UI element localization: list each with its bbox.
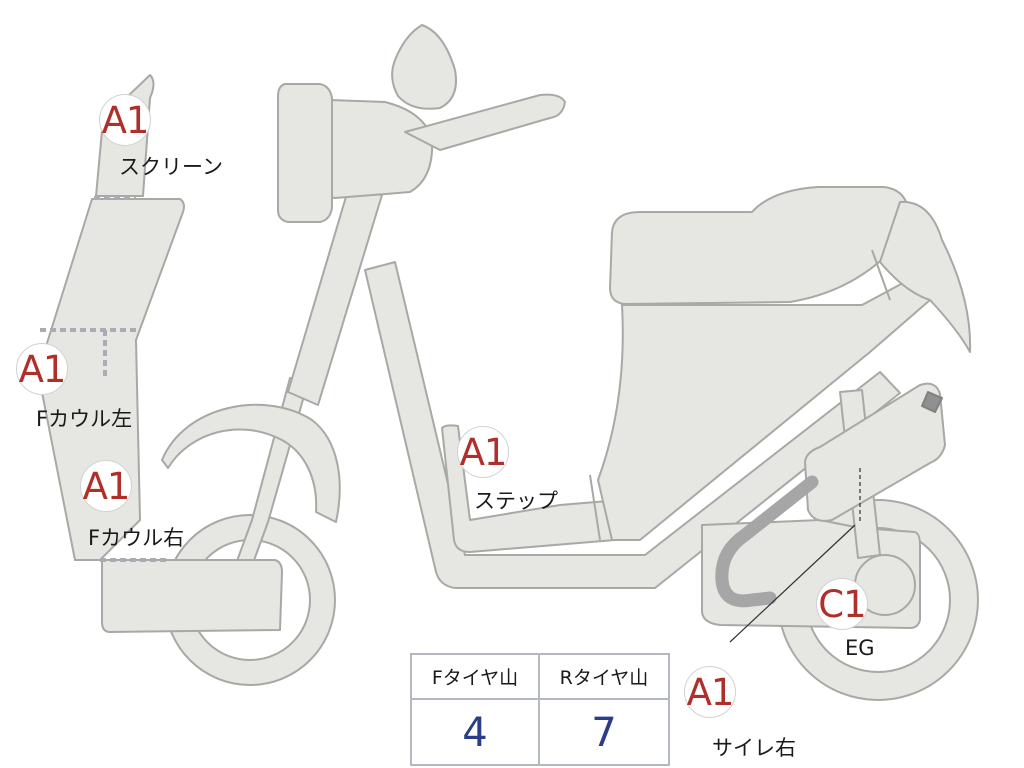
- front-tire-header: Fタイヤ山: [412, 655, 540, 700]
- rear-tire-header: Rタイヤ山: [540, 655, 668, 700]
- front-fender: [161, 403, 341, 523]
- seat: [609, 186, 909, 305]
- tire-tread-table: Fタイヤ山 Rタイヤ山 4 7: [410, 653, 670, 766]
- muffler-right-label: サイレ右: [712, 736, 796, 760]
- rear-body-panel: [597, 261, 943, 541]
- muffler-leader-line: [729, 524, 856, 643]
- mirror: [391, 24, 457, 110]
- engine-label: EG: [845, 636, 875, 660]
- front-cowl-lower: [101, 559, 283, 633]
- f-cowl-right-grade-badge: A1: [80, 460, 132, 512]
- floor-seam: [589, 474, 601, 541]
- handlebar: [404, 93, 566, 151]
- front-cowl: [37, 198, 185, 561]
- rear-hub: [854, 554, 916, 616]
- rear-tire-value: 7: [591, 710, 617, 756]
- step-label: ステップ: [474, 489, 558, 513]
- headlight-lens: [277, 83, 333, 223]
- tail-cowl: [879, 200, 972, 353]
- f-cowl-left-grade-badge: A1: [16, 343, 68, 395]
- frame-tube: [364, 261, 901, 589]
- f-cowl-right-label: Fカウル右: [88, 526, 185, 550]
- exhaust-pipe: [715, 475, 819, 608]
- exhaust-tip: [921, 391, 943, 413]
- screen-grade-badge: A1: [99, 94, 151, 146]
- front-tire-value: 4: [412, 700, 540, 766]
- engine-grade-badge: C1: [816, 578, 868, 630]
- muffler-right-grade-badge: A1: [684, 666, 736, 718]
- screen-label: スクリーン: [119, 155, 223, 179]
- muffler: [804, 382, 946, 522]
- seat-seam: [871, 249, 891, 301]
- step-grade-badge: A1: [457, 426, 509, 478]
- f-cowl-left-label: Fカウル左: [36, 407, 133, 431]
- headlight-nacelle: [321, 99, 434, 199]
